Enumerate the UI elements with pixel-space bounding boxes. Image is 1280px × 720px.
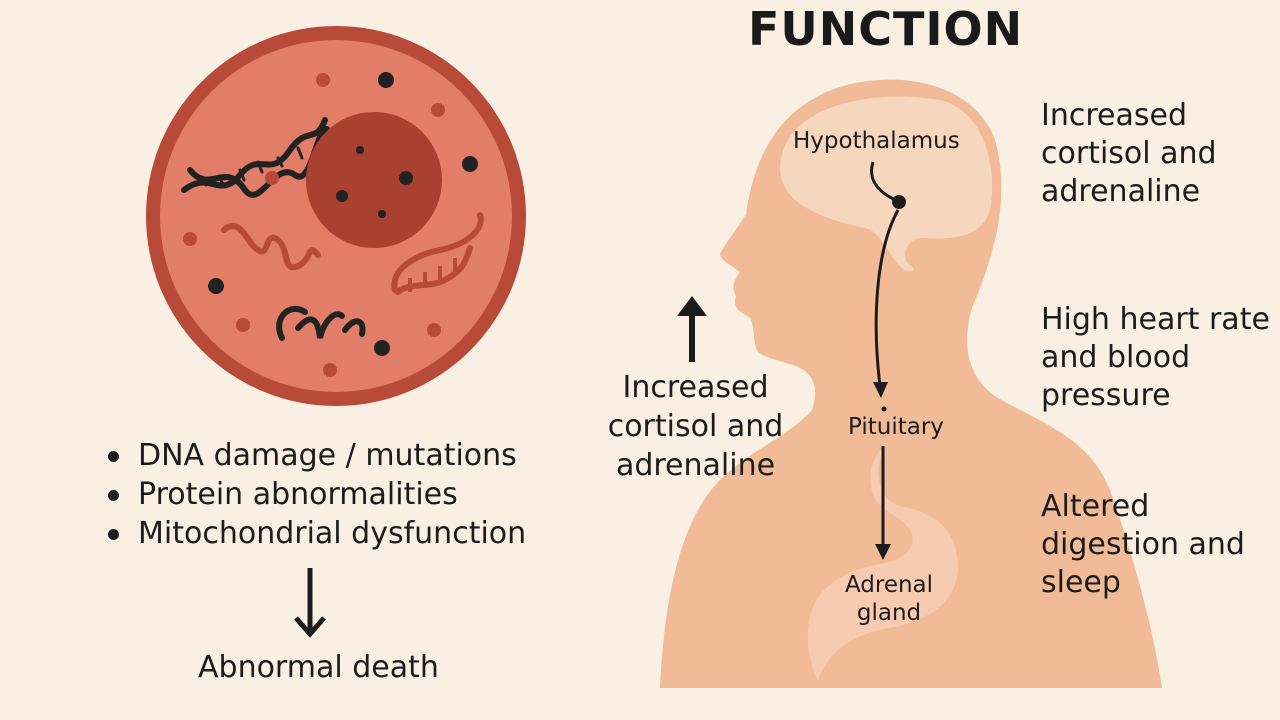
mitochondrion-icon bbox=[391, 212, 484, 295]
pituitary-node bbox=[881, 406, 887, 412]
page-title: FUNCTION bbox=[748, 2, 1024, 56]
hypothalamus-label: Hypothalamus bbox=[793, 128, 960, 154]
list-item: DNA damage / mutations bbox=[108, 436, 526, 475]
granules bbox=[183, 72, 478, 377]
hypothalamus-node bbox=[892, 195, 906, 209]
adrenal-gland-label: Adrenal gland bbox=[844, 572, 934, 626]
protein-squiggle bbox=[221, 222, 321, 271]
arrowhead-icon bbox=[873, 382, 888, 398]
nucleus-spot bbox=[399, 171, 413, 185]
effect-digestion-sleep: Altered digestion and sleep bbox=[1041, 489, 1245, 600]
brain bbox=[780, 96, 993, 272]
human-silhouette bbox=[660, 79, 1162, 689]
cell-effects-list: DNA damage / mutations Protein abnormali… bbox=[108, 436, 526, 553]
nucleus-spot bbox=[356, 146, 364, 154]
hpa-arrow-1 bbox=[874, 209, 900, 387]
hormones-label: Increased cortisol and adrenaline bbox=[607, 370, 784, 483]
effect-heart-rate: High heart rate and blood pressure bbox=[1041, 302, 1270, 413]
nucleus bbox=[306, 112, 442, 248]
up-arrow-icon bbox=[677, 296, 707, 362]
effect-hormones: Increased cortisol and adrenaline bbox=[1041, 98, 1217, 209]
pituitary-label: Pituitary bbox=[848, 414, 944, 440]
dna-fragment-icon bbox=[276, 305, 366, 341]
list-item: Protein abnormalities bbox=[108, 475, 526, 514]
body-silhouette bbox=[660, 79, 1162, 689]
list-item: Mitochondrial dysfunction bbox=[108, 514, 526, 553]
cell-illustration bbox=[146, 26, 526, 406]
nucleus-spot bbox=[336, 190, 348, 202]
arrowhead-icon bbox=[875, 544, 891, 560]
down-arrow-icon bbox=[294, 568, 326, 638]
nucleus-spot bbox=[378, 210, 386, 218]
abnormal-death-label: Abnormal death bbox=[198, 650, 439, 685]
stomach bbox=[807, 442, 958, 680]
